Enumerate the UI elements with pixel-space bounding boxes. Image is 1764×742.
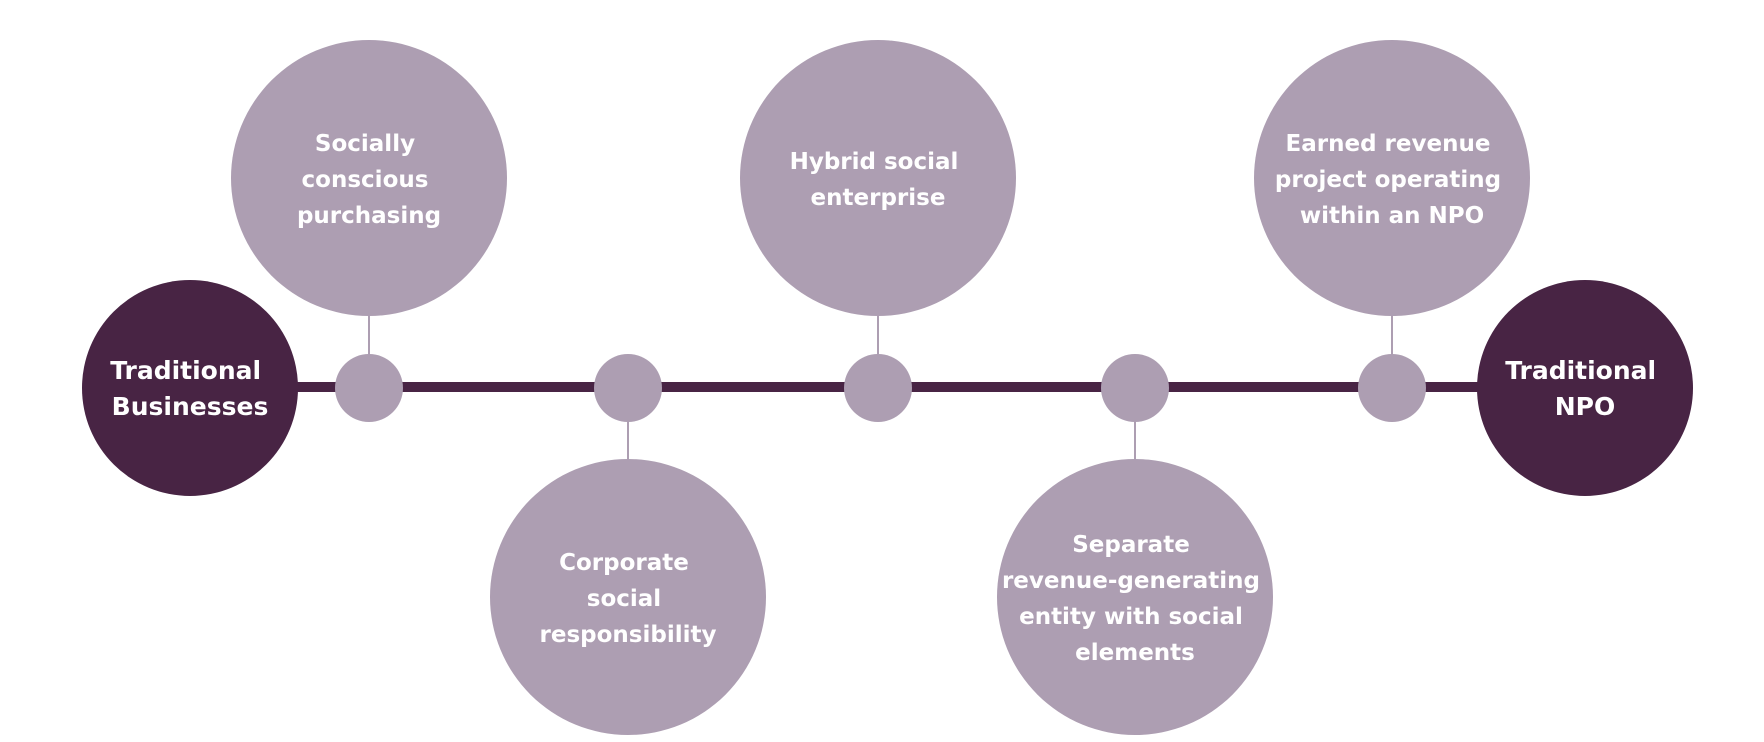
step-label-hybrid-social-enterprise: Hybrid social enterprise [790, 149, 967, 211]
step-circle-separate-revenue-generating-entity [997, 459, 1273, 735]
endpoint-label-line: Traditional [110, 356, 261, 385]
step-label-line: Earned revenue [1286, 131, 1491, 157]
axis-node-1 [335, 354, 403, 422]
step-label-line: Socially [315, 131, 415, 157]
endpoint-label-traditional-npo: Traditional NPO [1505, 356, 1665, 421]
endpoint-label-traditional-businesses: Traditional Businesses [110, 356, 270, 421]
step-circle-hybrid-social-enterprise [740, 40, 1016, 316]
axis-node-2 [594, 354, 662, 422]
step-label-corporate-social-responsibility: Corporate social responsibility [540, 550, 717, 648]
step-label-line: enterprise [811, 185, 946, 211]
step-label-line: elements [1075, 640, 1195, 666]
step-label-socially-conscious-purchasing: Socially conscious purchasing [297, 131, 441, 229]
step-label-line: entity with social [1019, 604, 1243, 630]
step-label-line: project operating [1275, 167, 1501, 193]
endpoint-label-line: Traditional [1505, 356, 1656, 385]
step-label-line: responsibility [540, 622, 717, 648]
step-label-line: conscious [302, 167, 429, 193]
step-label-line: Corporate [559, 550, 689, 576]
step-label-line: purchasing [297, 203, 441, 229]
step-label-line: revenue-generating [1002, 568, 1260, 594]
endpoint-circle-traditional-businesses [82, 280, 298, 496]
axis-node-3 [844, 354, 912, 422]
endpoint-label-line: NPO [1555, 392, 1616, 421]
step-circle-corporate-social-responsibility [490, 459, 766, 735]
step-label-line: Hybrid social [790, 149, 959, 175]
step-circle-earned-revenue-project [1254, 40, 1530, 316]
step-circle-socially-conscious-purchasing [231, 40, 507, 316]
step-label-line: within an NPO [1300, 203, 1484, 229]
step-label-separate-revenue-generating-entity: Separate revenue-generating entity with … [1002, 532, 1268, 666]
step-label-line: Separate [1072, 532, 1190, 558]
axis-node-4 [1101, 354, 1169, 422]
step-label-line: social [587, 586, 661, 612]
endpoint-circle-traditional-npo [1477, 280, 1693, 496]
step-label-earned-revenue-project: Earned revenue project operating within … [1275, 131, 1509, 229]
axis-node-5 [1358, 354, 1426, 422]
endpoint-label-line: Businesses [112, 392, 269, 421]
